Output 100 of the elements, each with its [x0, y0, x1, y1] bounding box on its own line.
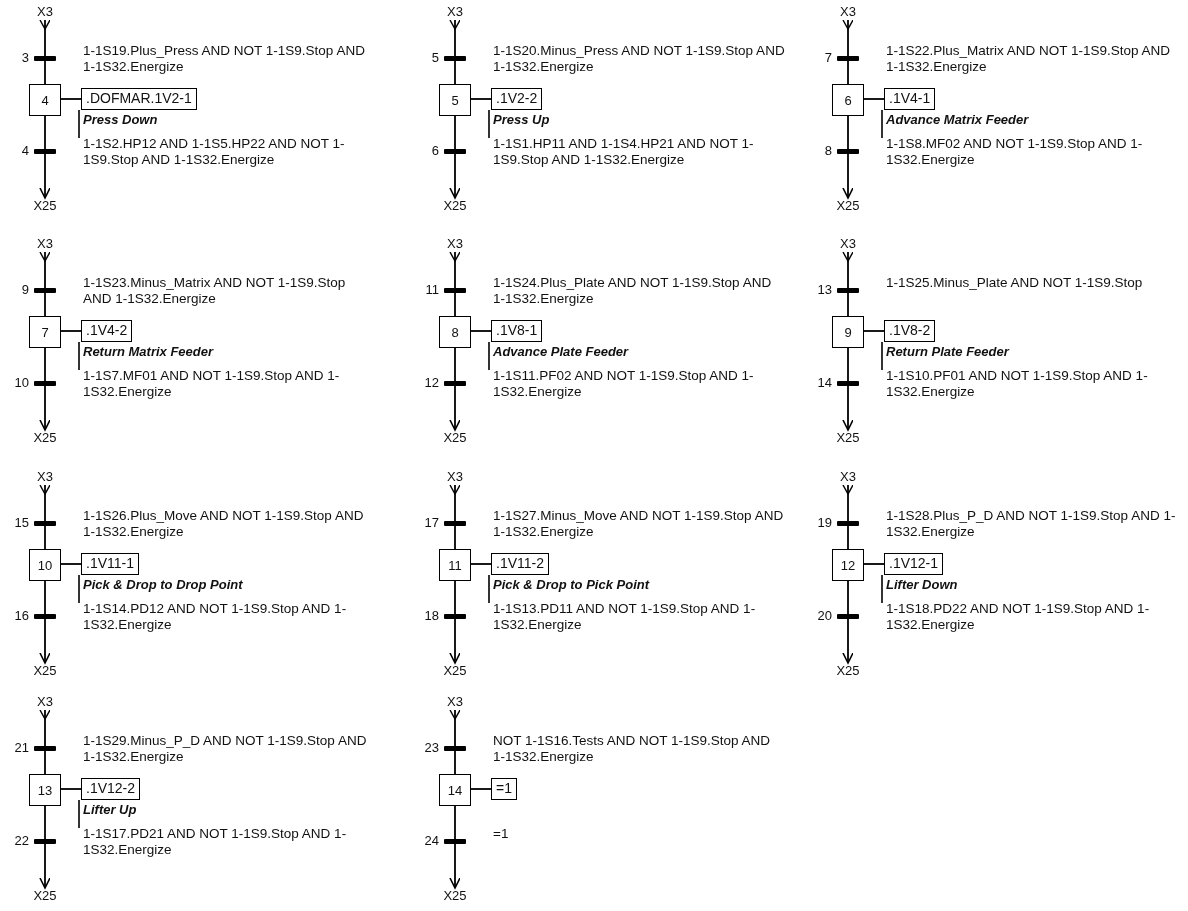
step-box: 8 [439, 316, 471, 348]
step-reference: X3 [29, 469, 61, 485]
arrow [449, 709, 461, 747]
transition-condition: 1-1S24.Plus_Plate AND NOT 1-1S9.Stop AND 1-1S32.Energize [493, 275, 773, 307]
transition-condition: 1-1S7.MF01 AND NOT 1-1S9.Stop AND 1-1S32.Energize [83, 368, 341, 400]
step-reference: X3 [29, 694, 61, 710]
action-description: Return Matrix Feeder [83, 344, 214, 360]
action-description: Press Down [83, 112, 158, 128]
transition-bar [34, 381, 56, 386]
step-box: 14 [439, 774, 471, 806]
arrow [842, 19, 854, 57]
transition-bar [444, 149, 466, 154]
action-description: Lifter Down [886, 577, 958, 593]
action-description: Pick & Drop to Pick Point [493, 577, 650, 593]
transition-number: 15 [13, 515, 29, 531]
connector-line [847, 292, 849, 317]
transition-number: 21 [13, 740, 29, 756]
transition-number: 13 [816, 282, 832, 298]
arrow [842, 385, 854, 431]
arrow [39, 385, 51, 431]
connector-line [44, 292, 46, 317]
transition-condition: 1-1S23.Minus_Matrix AND NOT 1-1S9.Stop AND 1-1S32.Energize [83, 275, 347, 307]
transition-number: 6 [430, 143, 439, 159]
step-reference: X3 [439, 4, 471, 20]
transition-bar [444, 521, 466, 526]
step-reference: X25 [439, 430, 471, 446]
transition-number: 17 [423, 515, 439, 531]
connector-line [44, 805, 46, 840]
step-box: 13 [29, 774, 61, 806]
action-description: Lifter Up [83, 802, 137, 818]
transition-bar [34, 521, 56, 526]
step-reference: X3 [29, 4, 61, 20]
connector-line [470, 98, 492, 100]
action-box: .1V11-1 [81, 553, 139, 575]
transition-number: 23 [423, 740, 439, 756]
transition-condition: 1-1S25.Minus_Plate AND NOT 1-1S9.Stop [886, 275, 1144, 291]
transition-bar [444, 839, 466, 844]
step-reference: X3 [832, 469, 864, 485]
arrow [449, 251, 461, 289]
transition-number: 11 [424, 282, 439, 298]
transition-condition: 1-1S2.HP12 AND 1-1S5.HP22 AND NOT 1-1S9.Stop AND 1-1S32.Energize [83, 136, 346, 168]
action-box: .1V12-2 [81, 778, 141, 800]
arrow [39, 709, 51, 747]
connector-line [454, 292, 456, 317]
transition-bar [837, 149, 859, 154]
transition-number: 19 [816, 515, 832, 531]
transition-condition: NOT 1-1S16.Tests AND NOT 1-1S9.Stop AND 1-1S32.Energize [493, 733, 772, 765]
step-reference: X3 [29, 236, 61, 252]
step-reference: X25 [29, 888, 61, 904]
transition-condition: 1-1S10.PF01 AND NOT 1-1S9.Stop AND 1-1S32.Energize [886, 368, 1149, 400]
transition-bar [444, 288, 466, 293]
connector-line [847, 115, 849, 150]
transition-condition: 1-1S19.Plus_Press AND NOT 1-1S9.Stop AND 1-1S32.Energize [83, 43, 366, 75]
connector-line [470, 563, 492, 565]
transition-number: 12 [423, 375, 439, 391]
action-description: Advance Matrix Feeder [886, 112, 1029, 128]
transition-bar [837, 521, 859, 526]
step-box: 9 [832, 316, 864, 348]
transition-bar [444, 746, 466, 751]
step-reference: X25 [439, 663, 471, 679]
transition-condition: 1-1S27.Minus_Move AND NOT 1-1S9.Stop AND 1-1S32.Energize [493, 508, 785, 540]
connector-line [454, 580, 456, 615]
connector-line [44, 347, 46, 382]
transition-condition: 1-1S17.PD21 AND NOT 1-1S9.Stop AND 1-1S32.Energize [83, 826, 348, 858]
transition-number: 10 [13, 375, 29, 391]
connector-line [60, 330, 82, 332]
transition-bar [837, 381, 859, 386]
step-box: 10 [29, 549, 61, 581]
transition-bar [34, 56, 56, 61]
step-reference: X25 [832, 198, 864, 214]
action-box: .1V11-2 [491, 553, 549, 575]
transition-condition: 1-1S11.PF02 AND NOT 1-1S9.Stop AND 1-1S32.Energize [493, 368, 755, 400]
arrow [842, 251, 854, 289]
transition-bar [34, 746, 56, 751]
transition-bar [444, 56, 466, 61]
step-reference: X25 [832, 430, 864, 446]
arrow [39, 153, 51, 199]
action-box: .1V12-1 [884, 553, 944, 575]
transition-number: 14 [816, 375, 832, 391]
transition-condition: 1-1S22.Plus_Matrix AND NOT 1-1S9.Stop AND 1-1S32.Energize [886, 43, 1172, 75]
transition-condition: 1-1S20.Minus_Press AND NOT 1-1S9.Stop AND 1-1S32.Energize [493, 43, 785, 75]
transition-number: 9 [20, 282, 29, 298]
step-reference: X25 [832, 663, 864, 679]
transition-bar [444, 381, 466, 386]
action-description: Return Plate Feeder [886, 344, 1009, 360]
transition-number: 22 [13, 833, 29, 849]
step-reference: X25 [29, 663, 61, 679]
transition-number: 5 [430, 50, 439, 66]
transition-bar [444, 614, 466, 619]
connector-line [847, 347, 849, 382]
action-description: Pick & Drop to Drop Point [83, 577, 243, 593]
arrow [39, 843, 51, 889]
connector-line [470, 330, 492, 332]
connector-line [60, 788, 82, 790]
connector-line [847, 60, 849, 85]
transition-number: 24 [423, 833, 439, 849]
transition-condition: 1-1S1.HP11 AND 1-1S4.HP21 AND NOT 1-1S9.Stop AND 1-1S32.Energize [493, 136, 755, 168]
arrow [449, 19, 461, 57]
arrow [842, 618, 854, 664]
connector-line [454, 115, 456, 150]
